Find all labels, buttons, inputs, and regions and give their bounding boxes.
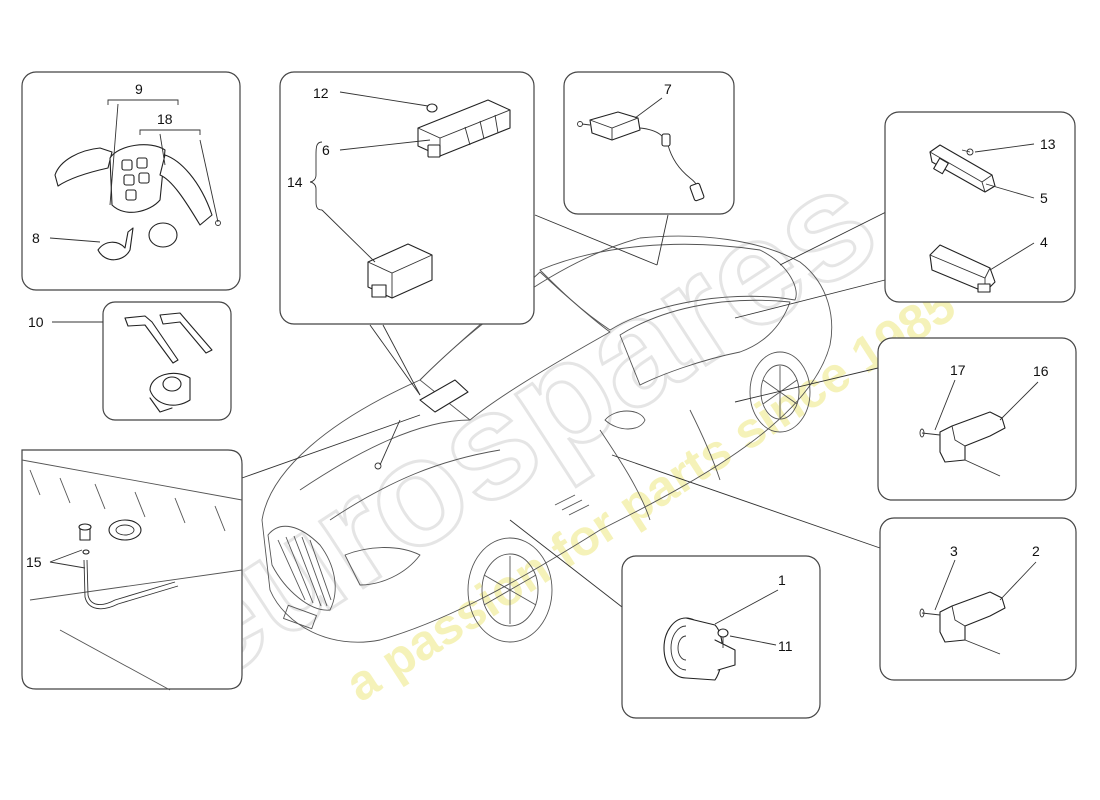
leader-lines	[241, 209, 891, 608]
bonnet-panel-sketch	[21, 459, 243, 691]
steering-column-sketch	[374, 379, 469, 470]
screw-icon	[919, 608, 941, 618]
antenna-box-icon	[929, 244, 996, 293]
key-blade-icon	[124, 312, 213, 364]
panel-bonnet-switch: 15	[21, 449, 243, 691]
side-vents	[554, 494, 590, 516]
sensor-bracket-icon	[939, 411, 1006, 477]
front-wheel-spokes	[483, 556, 537, 624]
callout-10: 10	[28, 314, 44, 330]
callout-9: 9	[135, 81, 143, 97]
coin-battery-icon	[148, 222, 178, 248]
screw-icon	[919, 428, 941, 438]
key-fob-icon	[54, 144, 213, 226]
callout-6: 6	[322, 142, 330, 158]
bolt-icon	[717, 628, 729, 648]
panel-spare-key: 10	[28, 301, 232, 421]
panel-rear-antenna: 13 5 4	[884, 111, 1076, 303]
screw-icon	[199, 139, 221, 226]
callout-12: 12	[313, 85, 329, 101]
callout-13: 13	[1040, 136, 1056, 152]
rear-wheel-spokes	[762, 366, 798, 418]
callout-2: 2	[1032, 543, 1040, 559]
sensor-bracket-icon	[939, 591, 1006, 655]
panel-door-sensor-2: 3 2	[879, 517, 1077, 681]
grille-bars	[277, 535, 332, 607]
panel-door-sensor: 17 16	[877, 337, 1077, 501]
panel-antenna: 7	[563, 71, 735, 215]
antenna-module-icon	[577, 111, 705, 202]
panel-control-unit: 12 6 14	[279, 71, 535, 325]
panel-siren: 1 11	[621, 555, 821, 719]
control-module-icon	[417, 99, 511, 158]
ignition-lock-icon	[149, 372, 191, 413]
callout-8: 8	[32, 230, 40, 246]
callout-5: 5	[1040, 190, 1048, 206]
nut-icon	[426, 103, 438, 113]
receiver-box-icon	[367, 243, 433, 299]
callout-17: 17	[950, 362, 966, 378]
callout-3: 3	[950, 543, 958, 559]
switch-icon	[78, 523, 179, 610]
callout-11: 11	[778, 638, 793, 654]
callout-7: 7	[664, 81, 672, 97]
callout-15: 15	[26, 554, 42, 570]
screw-icon	[961, 148, 974, 156]
callout-14: 14	[287, 174, 303, 190]
siren-icon	[663, 617, 736, 681]
car-outline	[261, 235, 833, 643]
panel-key-fob: 9 18 8	[21, 71, 241, 291]
callout-1: 1	[778, 572, 786, 588]
callout-16: 16	[1033, 363, 1049, 379]
callout-4: 4	[1040, 234, 1048, 250]
antenna-bar-icon	[929, 144, 996, 193]
mechanical-key-blade-icon	[97, 227, 134, 261]
watermark: eurospares a passion for parts since 198…	[132, 133, 965, 717]
callout-18: 18	[157, 111, 173, 127]
